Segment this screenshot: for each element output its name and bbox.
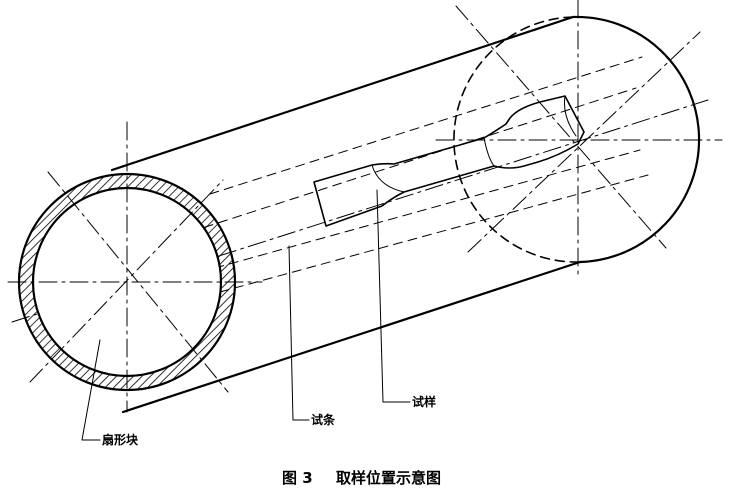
sector-label: 扇形块 xyxy=(102,432,139,447)
pipe-bottom-edge xyxy=(121,260,582,414)
pipe-axis-centerline xyxy=(11,99,709,323)
specimen-shoulder-right xyxy=(483,137,495,167)
bore-mid-hidden-line xyxy=(189,87,637,233)
figure-title: 取样位置示意图 xyxy=(336,469,441,487)
pipe-top-edge xyxy=(110,15,575,172)
front-end-centerlines xyxy=(7,121,263,413)
specimen-outline xyxy=(313,95,585,227)
specimen-end-curve xyxy=(564,95,577,137)
specimen-leader-line xyxy=(376,189,411,403)
figure-number: 图 3 xyxy=(282,469,313,487)
far-end-centerlines xyxy=(435,0,723,275)
specimen-shoulder-left xyxy=(371,164,405,193)
sector-leader-line xyxy=(81,339,101,441)
strip-label: 试条 xyxy=(311,412,336,427)
specimen-label: 试样 xyxy=(412,394,436,409)
bore-lower-hidden-line xyxy=(214,149,641,269)
bore-top-hidden-line xyxy=(209,56,643,195)
bore-bottom-hidden-line xyxy=(219,174,649,293)
far-end-circle-visible xyxy=(571,15,701,264)
strip-leader-line xyxy=(288,245,310,421)
